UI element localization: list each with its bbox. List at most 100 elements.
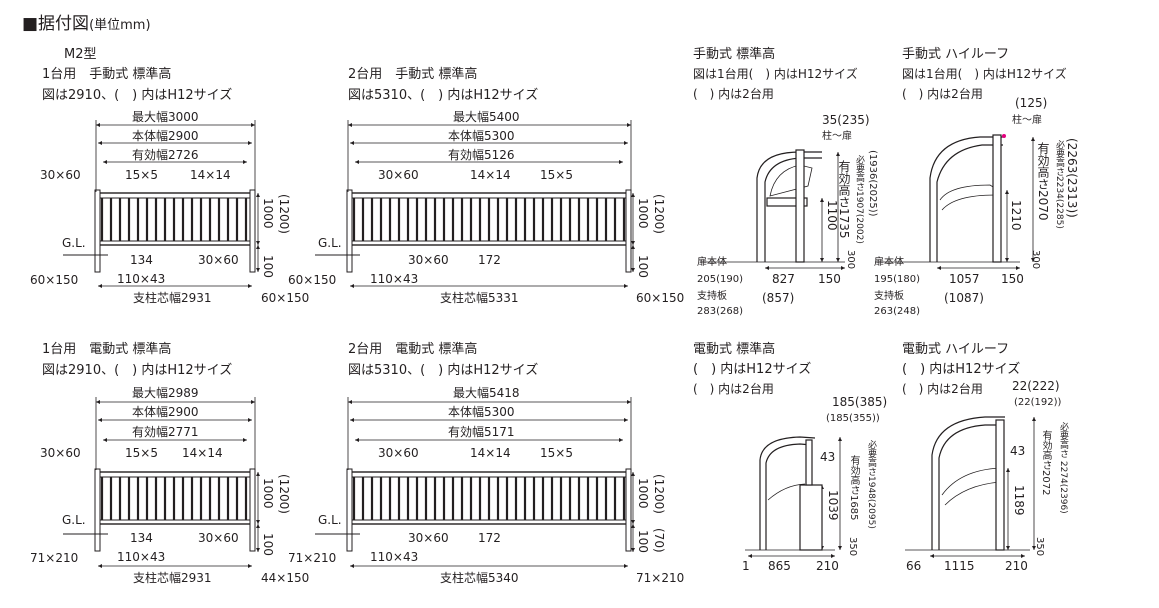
p1-pillar2: 60×150 bbox=[261, 291, 310, 305]
p4-h1200: (1200) bbox=[652, 474, 666, 514]
s3-title: 電動式 標準高 bbox=[693, 342, 776, 357]
p3-max-width: 最大幅2989 bbox=[132, 386, 199, 400]
p2-dim-30: 30×60 bbox=[408, 253, 449, 267]
s2-top: (125) bbox=[1015, 96, 1048, 110]
s2-req1: 必要高さ2234(2285) bbox=[1054, 140, 1064, 229]
p4-dim-110: 110×43 bbox=[370, 550, 419, 564]
s4-h350: 350 bbox=[1034, 537, 1045, 557]
p2-dim-b: 14×14 bbox=[470, 168, 511, 182]
s2-h300: 300 bbox=[1030, 250, 1041, 270]
s4-d43: 43 bbox=[1010, 444, 1026, 458]
p1-gl: G.L. bbox=[62, 236, 86, 250]
s3-w865: 865 bbox=[768, 559, 791, 573]
p2-dim-c: 15×5 bbox=[540, 168, 573, 182]
s4-top2: (22(192)) bbox=[1014, 397, 1062, 408]
s2-plate-value: 263(248) bbox=[874, 306, 920, 317]
p3-dim-110: 110×43 bbox=[117, 550, 166, 564]
s1-h300: 300 bbox=[845, 250, 856, 270]
s1-top: 35(235) bbox=[822, 113, 870, 127]
p3-pillar: 71×210 bbox=[30, 551, 79, 565]
s3-top: 185(385) bbox=[832, 395, 888, 409]
s3-d43: 43 bbox=[820, 450, 836, 464]
p2-dim-a: 30×60 bbox=[378, 168, 419, 182]
s2-note1: 図は1台用( ) 内はH12サイズ bbox=[902, 67, 1067, 81]
s2-door: 扉本体 bbox=[874, 257, 904, 268]
p1-pillar: 60×150 bbox=[30, 273, 79, 287]
p3-note: 図は2910、( ) 内はH12サイズ bbox=[42, 363, 233, 378]
s3-note2: ( ) 内は2台用 bbox=[693, 382, 774, 396]
p1-dim-a: 30×60 bbox=[40, 168, 81, 182]
p2-pillar2: 60×150 bbox=[636, 291, 685, 305]
s2-plate: 支持板 bbox=[874, 291, 904, 302]
s1-title: 手動式 標準高 bbox=[693, 47, 776, 62]
p1-title: 1台用 手動式 標準高 bbox=[42, 67, 172, 82]
p3-h1200: (1200) bbox=[277, 474, 291, 514]
p1-dim-b: 15×5 bbox=[125, 168, 158, 182]
p1-dim-110: 110×43 bbox=[117, 272, 166, 286]
p4-eff-width: 有効幅5171 bbox=[448, 425, 515, 439]
p4-note: 図は5310、( ) 内はH12サイズ bbox=[348, 363, 539, 378]
s2-door-value: 195(180) bbox=[874, 274, 920, 285]
s3-req: 必要高さ1948(2095) bbox=[866, 440, 876, 529]
p4-h1000: 1000 bbox=[636, 478, 650, 509]
s2-req2: (2263(2313)) bbox=[1065, 138, 1079, 218]
p2-gl: G.L. bbox=[318, 236, 342, 250]
s3-w1: 1 bbox=[742, 559, 750, 573]
p4-pillar2: 71×210 bbox=[636, 571, 685, 585]
s1-note2: ( ) 内は2台用 bbox=[693, 87, 774, 101]
s1-eff: 有効高さ1735 bbox=[837, 160, 851, 239]
side-view-manual-standard bbox=[700, 149, 845, 263]
s2-w150: 150 bbox=[1001, 272, 1024, 286]
p3-body-width: 本体幅2900 bbox=[132, 405, 199, 419]
s4-top: 22(222) bbox=[1012, 379, 1060, 393]
s1-plate: 支持板 bbox=[697, 291, 727, 302]
s1-w857: (857) bbox=[762, 291, 795, 305]
p2-title: 2台用 手動式 標準高 bbox=[348, 67, 478, 82]
s4-note1: ( ) 内はH12サイズ bbox=[902, 362, 1021, 377]
p4-dim-30: 30×60 bbox=[408, 531, 449, 545]
s4-req: 必要高さ 2274(2396) bbox=[1058, 422, 1068, 514]
p1-fence-post-right bbox=[249, 189, 256, 273]
p3-gl: G.L. bbox=[62, 513, 86, 527]
p2-dim-172: 172 bbox=[478, 253, 501, 267]
s3-eff: 有効高さ1685 bbox=[848, 455, 859, 521]
s2-title: 手動式 ハイルーフ bbox=[902, 47, 1010, 62]
s1-h1100: 1100 bbox=[825, 200, 839, 231]
p4-dim-b: 14×14 bbox=[470, 446, 511, 460]
p3-h1000: 1000 bbox=[261, 478, 275, 509]
s2-h1210: 1210 bbox=[1009, 200, 1023, 231]
p4-body-width: 本体幅5300 bbox=[448, 405, 515, 419]
p2-fence-post-left bbox=[346, 189, 353, 273]
p1-eff-width: 有効幅2726 bbox=[132, 148, 199, 162]
s4-w1115: 1115 bbox=[944, 559, 975, 573]
p1-fence-post-left bbox=[94, 189, 101, 273]
p4-fence-post-left bbox=[346, 468, 353, 552]
s1-w150: 150 bbox=[818, 272, 841, 286]
s1-door-value: 205(190) bbox=[697, 274, 743, 285]
p1-dim-30: 30×60 bbox=[198, 253, 239, 267]
s1-col: 柱～扉 bbox=[822, 131, 852, 142]
page-title: ■据付図(単位mm) bbox=[22, 14, 151, 34]
p4-dim-a: 30×60 bbox=[378, 446, 419, 460]
p4-fence bbox=[315, 468, 632, 552]
p4-h100: 100 bbox=[636, 530, 650, 553]
p2-max-width: 最大幅5400 bbox=[453, 110, 520, 124]
p3-dim-b: 15×5 bbox=[125, 446, 158, 460]
p4-dim-c: 15×5 bbox=[540, 446, 573, 460]
p3-eff-width: 有効幅2771 bbox=[132, 425, 199, 439]
p3-fence-post-left bbox=[94, 468, 101, 552]
p3-title: 1台用 電動式 標準高 bbox=[42, 342, 172, 357]
p2-pillar: 60×150 bbox=[288, 273, 337, 287]
s2-w1087: (1087) bbox=[944, 291, 984, 305]
p4-h70: (70) bbox=[652, 528, 666, 553]
p3-fence bbox=[63, 468, 256, 552]
p1-h1000: 1000 bbox=[261, 198, 275, 229]
p3-h100: 100 bbox=[261, 533, 275, 556]
p1-dim-134: 134 bbox=[130, 253, 153, 267]
s4-w66: 66 bbox=[906, 559, 922, 573]
p3-pillar2: 44×150 bbox=[261, 571, 310, 585]
side-view-electric-standard bbox=[745, 436, 835, 551]
p3-center: 支柱芯幅2931 bbox=[133, 571, 212, 585]
s1-w827: 827 bbox=[772, 272, 795, 286]
